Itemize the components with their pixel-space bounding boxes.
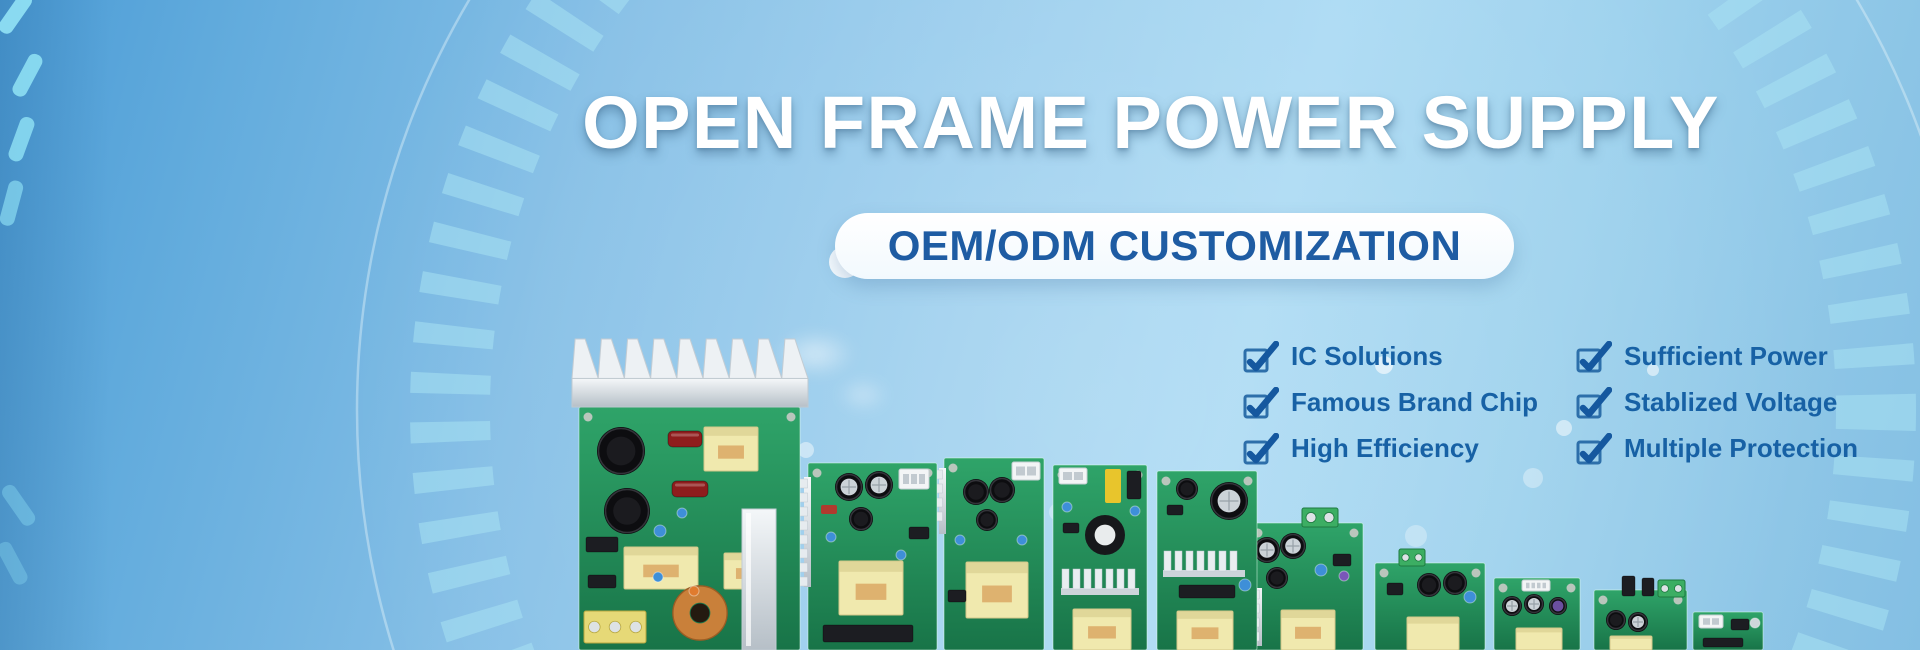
feature-label: Stablized Voltage <box>1624 387 1838 417</box>
heatsink-mist <box>828 372 898 418</box>
oem-odm-badge-label: OEM/ODM CUSTOMIZATION <box>887 222 1462 269</box>
feature-item: Stablized Voltage <box>1576 386 1858 419</box>
banner-title: OPEN FRAME POWER SUPPLY <box>582 81 1720 164</box>
pcb-board-5 <box>1156 470 1258 650</box>
checkbox-check-icon <box>1576 432 1612 464</box>
pcb-board-1 <box>571 338 809 650</box>
oem-odm-badge: OEM/ODM CUSTOMIZATION <box>835 213 1514 279</box>
pcb-board-9 <box>1593 575 1688 650</box>
pcb-board-3 <box>931 457 1045 650</box>
feature-label: Famous Brand Chip <box>1291 387 1539 417</box>
pcb-board-4 <box>1052 464 1148 650</box>
feature-label: Multiple Protection <box>1624 433 1858 463</box>
feature-item: Sufficient Power <box>1576 340 1858 373</box>
feature-item: High Efficiency <box>1243 432 1538 465</box>
feature-label: Sufficient Power <box>1624 341 1828 371</box>
pcb-board-7 <box>1374 548 1486 650</box>
checkbox-check-icon <box>1243 386 1279 418</box>
checkbox-check-icon <box>1576 386 1612 418</box>
feature-list-right: Sufficient Power Stablized Voltage Multi… <box>1576 340 1858 478</box>
feature-item: IC Solutions <box>1243 340 1538 373</box>
thin-ring <box>355 0 1920 650</box>
corner-dashes <box>0 0 43 585</box>
feature-label: IC Solutions <box>1291 341 1443 371</box>
pcb-board-2 <box>796 462 938 650</box>
feature-item: Multiple Protection <box>1576 432 1858 465</box>
checkbox-check-icon <box>1576 340 1612 372</box>
feature-list-left: IC Solutions Famous Brand Chip High Effi… <box>1243 340 1538 478</box>
feature-label: High Efficiency <box>1291 433 1479 463</box>
checkbox-check-icon <box>1243 432 1279 464</box>
checkbox-check-icon <box>1243 340 1279 372</box>
tick-ring <box>410 0 1916 650</box>
pcb-board-8 <box>1493 577 1581 650</box>
pcb-board-10 <box>1692 611 1764 650</box>
pcb-board-6 <box>1248 507 1364 650</box>
feature-item: Famous Brand Chip <box>1243 386 1538 419</box>
